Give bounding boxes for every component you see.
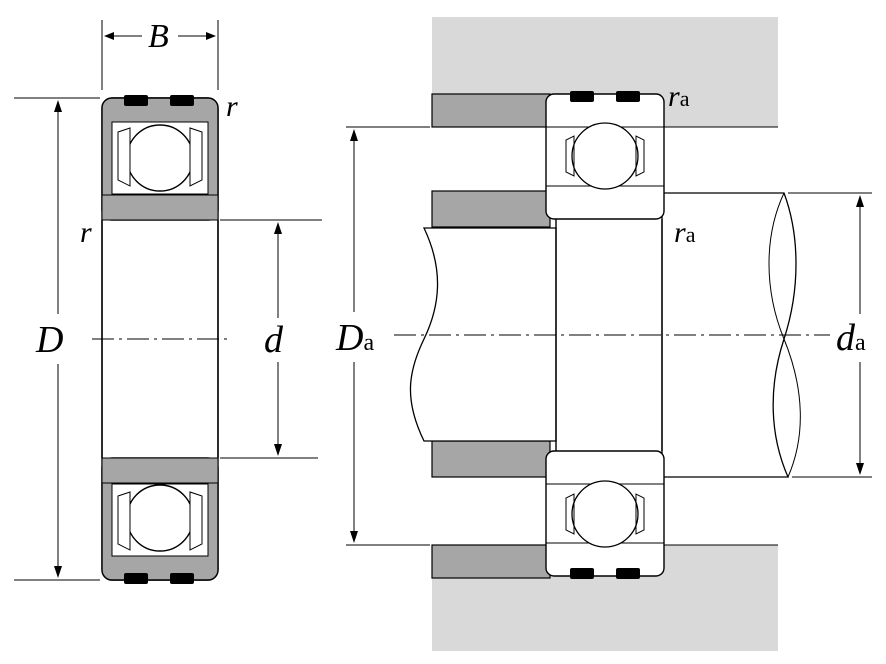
label-Da: Da [335, 317, 374, 359]
label-ra-mid: ra [674, 216, 696, 249]
mounted-top-ball [571, 122, 639, 190]
dim-D [14, 97, 100, 581]
top-seal-right [170, 95, 194, 106]
mounted-top-seal-right [616, 91, 640, 102]
mounted-bottom-ball [571, 480, 639, 548]
mounted-bottom-seal-left [570, 568, 594, 579]
label-r-left: r [80, 216, 92, 249]
bottom-seal-left [124, 573, 148, 584]
dim-Da [346, 126, 430, 546]
bearing-section [92, 95, 232, 584]
label-D: D [35, 319, 63, 361]
bottom-inner-ring-band [101, 457, 219, 484]
top-cage-left [117, 127, 131, 187]
label-ra-top: ra [668, 80, 690, 113]
bottom-ball [126, 484, 194, 552]
housing-shoulder-bottom [431, 544, 551, 579]
top-inner-ring-band [101, 194, 219, 221]
top-seal-left [124, 95, 148, 106]
bottom-seal-right [170, 573, 194, 584]
bottom-cage-left [117, 491, 131, 551]
dim-B [101, 20, 219, 90]
shaft-shoulder-bottom [431, 440, 551, 478]
housing-shoulder-top [431, 93, 551, 128]
mounting-arrangement [394, 17, 830, 651]
mounted-top-seal-left [570, 91, 594, 102]
label-r-top: r [226, 90, 238, 123]
top-ball [126, 124, 194, 192]
dim-da [788, 192, 872, 478]
label-d: d [264, 319, 284, 361]
bottom-cage-right [189, 491, 203, 551]
label-da: da [836, 317, 866, 359]
shaft-shoulder-top [431, 190, 551, 228]
label-B: B [148, 18, 169, 55]
dim-d [220, 219, 322, 459]
mounted-bottom-seal-right [616, 568, 640, 579]
top-cage-right [189, 127, 203, 187]
